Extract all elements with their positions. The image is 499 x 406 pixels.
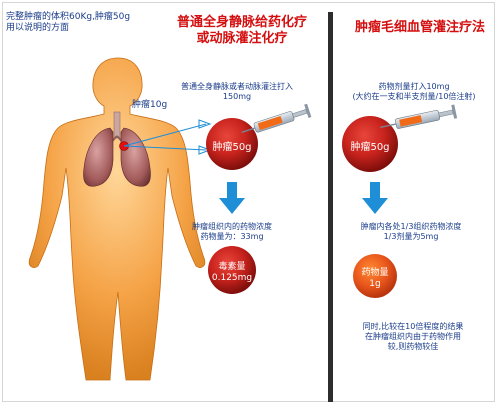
- left-result-ball: [208, 246, 256, 294]
- right-dose-note: 药物剂量打入10mg (大约在一支和半支剂量/10倍注射): [352, 82, 476, 101]
- lung-tumor-label: 肿瘤10g: [132, 100, 168, 110]
- human-body-figure: [28, 57, 206, 381]
- right-result-note: 肿瘤内各处1/3组织药物浓度 1/3剂量为5mg: [360, 222, 462, 241]
- right-ball-label: 肿瘤50g: [350, 142, 390, 153]
- right-section-title: 肿瘤毛细血管灌注疗法: [354, 20, 485, 35]
- left-dose-note: 普通全身静脉或者动脉灌注打入 150mg: [181, 82, 293, 101]
- right-result-label: 药物量 1g: [361, 268, 389, 289]
- left-down-arrow-icon: [219, 182, 245, 214]
- right-syringe-icon: [380, 104, 458, 129]
- left-result-label: 毒素量 0.125mg: [211, 262, 253, 283]
- right-result-ball: [353, 254, 397, 298]
- projection-lines: [123, 119, 212, 155]
- section-divider: [328, 12, 333, 402]
- right-tumor-ball: [342, 116, 398, 172]
- right-conclusion: 同时,比较在10倍程度的结果 在肿瘤组织内由于药物作用 较,则药物较佳: [362, 322, 464, 351]
- diagram-frame: [2, 2, 495, 402]
- left-ball-label: 肿瘤50g: [212, 142, 252, 153]
- lungs-illustration: [83, 111, 151, 187]
- left-syringe-icon: [241, 103, 312, 133]
- left-result-note: 肿瘤组织内的药物浓度 药物量为：33mg: [192, 222, 272, 241]
- left-section-title: 普通全身静脉给药化疗 或动脉灌注化疗: [176, 15, 307, 46]
- right-down-arrow-icon: [362, 182, 388, 214]
- intro-text: 完整肿瘤的体积60Kg,肿瘤50g 用以说明的方面: [6, 12, 131, 33]
